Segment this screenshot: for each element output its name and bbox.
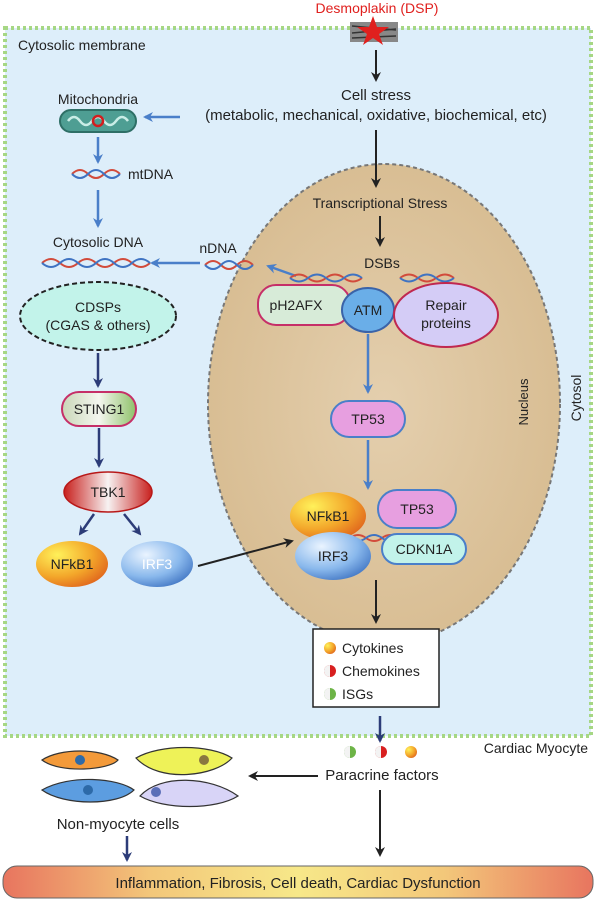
tp53-upper-node (330, 400, 406, 438)
arrow-irf3-to-nucleus (197, 538, 294, 567)
atm-label: ATM (354, 302, 383, 318)
sting1-node (61, 391, 137, 427)
sting1-label: STING1 (74, 401, 125, 417)
isgs-icon-half (324, 688, 330, 700)
nfkb1-left-label: NFkB1 (51, 556, 94, 572)
nfkb1-nucleus-label: NFkB1 (307, 508, 350, 524)
cytokines-icon (324, 642, 336, 654)
irf3-nucleus-label: IRF3 (318, 548, 349, 564)
nucleus-label: Nucleus (516, 378, 531, 425)
nfkb1-left-node (36, 541, 108, 587)
paracrine-label: Paracrine factors (325, 767, 438, 784)
dsb-helix-icon (289, 273, 455, 283)
cardiac-myocyte-label: Cardiac Myocyte (484, 740, 588, 756)
outcome-bar (2, 865, 594, 899)
isgs-label: ISGs (342, 686, 373, 702)
tp53-nucleus-label: TP53 (400, 501, 434, 517)
desmoplakin-label: Desmoplakin (DSP) (316, 0, 439, 16)
arrow-tbk1-to-irf3 (123, 513, 142, 536)
cdkn1a-node (381, 533, 467, 565)
tp53-nucleus-node (377, 489, 457, 529)
tbk1-node (63, 471, 153, 513)
cdsps-node (19, 281, 177, 351)
non-myocyte-cells-icon (40, 746, 240, 808)
mtdna-helix-icon (71, 169, 121, 179)
cell-stress-detail: (metabolic, mechanical, oxidative, bioch… (205, 107, 547, 124)
transcriptional-stress-label: Transcriptional Stress (313, 195, 448, 211)
cdkn1a-label: CDKN1A (396, 541, 453, 557)
ndna-helix-icon (204, 260, 254, 270)
irf3-left-node (121, 541, 193, 587)
mitochondria-label: Mitochondria (58, 91, 138, 107)
cdsps-label-1: CDSPs (75, 299, 121, 315)
chemokines-icon-half (324, 665, 330, 677)
arrow-tbk1-to-nfkb1 (78, 513, 96, 536)
irf3-left-label: IRF3 (142, 556, 173, 572)
tp53-upper-label: TP53 (351, 411, 385, 427)
dsbs-label: DSBs (364, 255, 400, 271)
desmosome-icon (350, 16, 398, 45)
cytosolic-membrane-label: Cytosolic membrane (18, 37, 146, 53)
mtdna-label: mtDNA (128, 166, 174, 182)
arrow-dsbs-to-ndna (266, 263, 297, 278)
chemokines-label: Chemokines (342, 663, 420, 679)
repair-label-1: Repair (425, 297, 467, 313)
paracrine-dots-icon (344, 746, 417, 758)
nfkb1-nucleus-node (290, 492, 366, 540)
outcome-label: Inflammation, Fibrosis, Cell death, Card… (115, 875, 480, 892)
ndna-label: nDNA (199, 240, 237, 256)
cytosolic-dna-helix-icon (41, 258, 151, 268)
mitochondria-icon (59, 109, 137, 133)
cell-stress-title: Cell stress (341, 87, 411, 104)
repair-proteins-node (393, 282, 499, 348)
non-myocyte-label: Non-myocyte cells (57, 816, 180, 833)
cytosol-label: Cytosol (568, 375, 584, 422)
cytokines-label: Cytokines (342, 640, 403, 656)
irf3-nucleus-node (295, 532, 371, 580)
cdsps-label-2: (CGAS & others) (45, 317, 150, 333)
cytosolic-dna-label: Cytosolic DNA (53, 234, 144, 250)
tbk1-label: TBK1 (90, 484, 125, 500)
repair-label-2: proteins (421, 315, 471, 331)
ph2afx-label: pH2AFX (270, 297, 324, 313)
